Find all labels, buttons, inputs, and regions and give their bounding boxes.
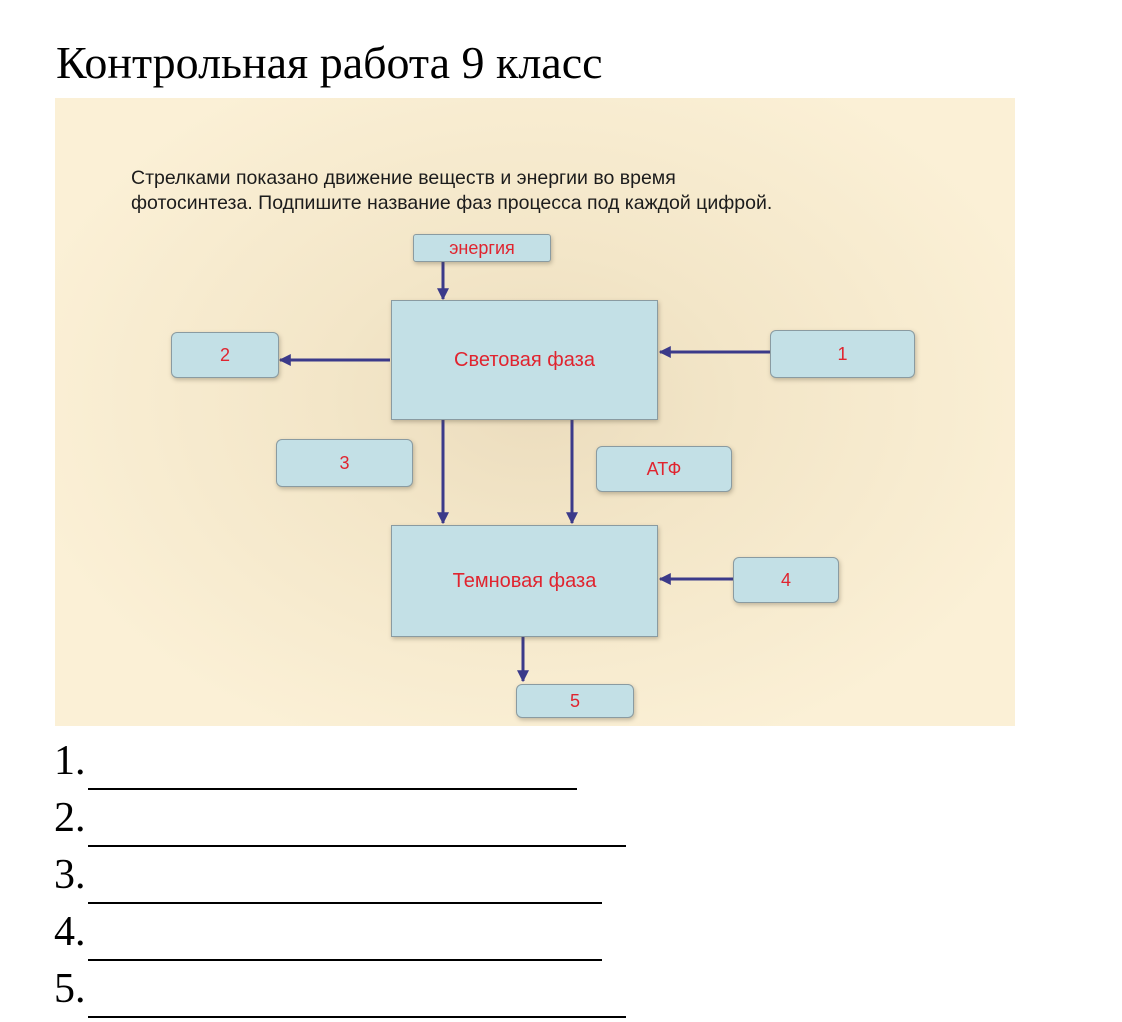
instruction-text: Стрелками показано движение веществ и эн… [131,166,772,216]
answer-number: 4. [54,909,86,955]
answer-box-3: 3 [276,439,413,487]
arrows-layer [278,260,770,683]
energy-box: энергия [413,234,551,262]
answer-number: 1. [54,738,86,784]
instruction-line-1: Стрелками показано движение веществ и эн… [131,167,676,189]
atp-box: АТФ [596,446,732,492]
dark-phase-box: Темновая фаза [391,525,658,637]
answer-blank[interactable] [87,974,626,1018]
answer-list: 1. 2. 3. 4. 5. [54,733,626,1018]
answer-box-4: 4 [733,557,839,603]
answer-line-2: 2. [54,790,626,847]
answer-line-3: 3. [54,847,626,904]
answer-number: 2. [54,795,86,841]
photosynthesis-diagram: Стрелками показано движение веществ и эн… [55,98,1015,726]
answer-box-5: 5 [516,684,634,718]
answer-blank[interactable] [87,803,626,847]
answer-box-1: 1 [770,330,915,378]
answer-line-1: 1. [54,733,626,790]
answer-blank[interactable] [87,917,602,961]
answer-blank[interactable] [87,746,577,790]
answer-number: 5. [54,966,86,1012]
answer-box-2: 2 [171,332,279,378]
page-title: Контрольная работа 9 класс [56,37,603,88]
answer-blank[interactable] [87,860,602,904]
instruction-line-2: фотосинтеза. Подпишите название фаз проц… [131,192,773,214]
answer-line-5: 5. [54,961,626,1018]
answer-number: 3. [54,852,86,898]
light-phase-box: Световая фаза [391,300,658,420]
answer-line-4: 4. [54,904,626,961]
